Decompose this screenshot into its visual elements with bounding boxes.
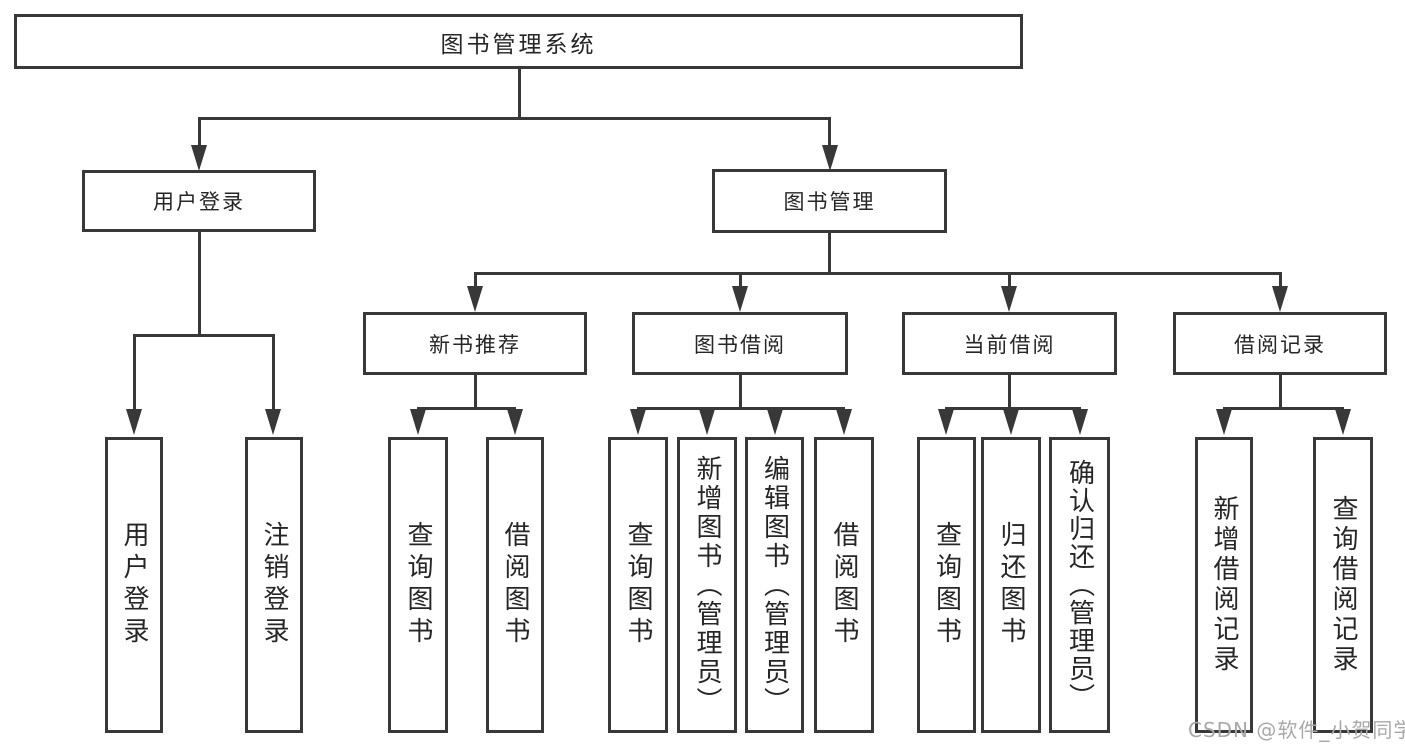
leaf-label: 查询图书 bbox=[403, 521, 433, 649]
leaf-borrow-books-1: 借阅图书 bbox=[486, 437, 544, 733]
arrow-down-icon bbox=[1001, 286, 1017, 312]
leaf-label: 确认归还（管理员） bbox=[1064, 459, 1095, 711]
arrow-down-icon bbox=[410, 409, 426, 435]
leaf-borrow-books-2: 借阅图书 bbox=[814, 437, 874, 733]
leaf-query-borrow-record: 查询借阅记录 bbox=[1313, 437, 1373, 733]
leaf-logout: 注销登录 bbox=[245, 437, 303, 733]
leaf-query-books-3: 查询图书 bbox=[917, 437, 976, 733]
connector-line bbox=[828, 232, 831, 274]
arrow-down-icon bbox=[126, 409, 142, 435]
connector-line bbox=[474, 272, 1281, 275]
leaf-label: 借阅图书 bbox=[829, 521, 859, 649]
arrow-down-icon bbox=[507, 409, 523, 435]
arrow-down-icon bbox=[191, 145, 207, 171]
leaf-label: 查询图书 bbox=[931, 521, 962, 649]
arrow-down-icon bbox=[1272, 286, 1288, 312]
connector-line bbox=[945, 407, 1081, 410]
leaf-label: 借阅图书 bbox=[500, 521, 530, 649]
leaf-label: 新增借阅记录 bbox=[1209, 495, 1239, 675]
connector-line bbox=[518, 69, 521, 119]
arrow-down-icon bbox=[1072, 409, 1088, 435]
leaf-label: 查询图书 bbox=[623, 521, 653, 649]
connector-line bbox=[133, 334, 136, 410]
node-borrowing-records: 借阅记录 bbox=[1173, 312, 1387, 375]
node-book-management-system: 图书管理系统 bbox=[14, 14, 1023, 69]
connector-line bbox=[198, 232, 201, 336]
arrow-down-icon bbox=[1335, 409, 1351, 435]
leaf-query-books-2: 查询图书 bbox=[608, 437, 668, 733]
node-current-borrowing: 当前借阅 bbox=[902, 312, 1117, 375]
node-label: 借阅记录 bbox=[1234, 332, 1326, 357]
node-label: 用户登录 bbox=[153, 190, 245, 214]
csdn-watermark: CSDN @软件_小贺同学 bbox=[1188, 718, 1405, 742]
connector-line bbox=[1223, 407, 1344, 410]
node-label: 图书借阅 bbox=[694, 332, 786, 357]
connector-line bbox=[1279, 272, 1282, 287]
arrow-down-icon bbox=[1216, 409, 1232, 435]
leaf-add-book-admin: 新增图书（管理员） bbox=[677, 437, 737, 733]
connector-line bbox=[272, 334, 275, 410]
arrow-down-icon bbox=[467, 286, 483, 312]
leaf-confirm-return-admin: 确认归还（管理员） bbox=[1049, 437, 1110, 733]
connector-line bbox=[474, 272, 477, 287]
connector-line bbox=[637, 407, 845, 410]
connector-line bbox=[198, 117, 201, 146]
connector-line bbox=[133, 334, 275, 337]
leaf-add-borrow-record: 新增借阅记录 bbox=[1195, 437, 1253, 733]
leaf-user-login: 用户登录 bbox=[105, 437, 163, 733]
connector-line bbox=[198, 117, 831, 120]
connector-line bbox=[828, 117, 831, 146]
node-book-borrowing: 图书借阅 bbox=[632, 312, 848, 375]
arrow-down-icon bbox=[699, 409, 715, 435]
node-new-book-recommend: 新书推荐 bbox=[363, 312, 587, 375]
leaf-label: 查询借阅记录 bbox=[1328, 495, 1358, 675]
connector-line bbox=[739, 375, 742, 409]
connector-line bbox=[417, 407, 516, 410]
leaf-label: 注销登录 bbox=[259, 521, 289, 649]
arrow-down-icon bbox=[265, 409, 281, 435]
leaf-label: 编辑图书（管理员） bbox=[759, 454, 790, 716]
arrow-down-icon bbox=[732, 286, 748, 312]
leaf-label: 归还图书 bbox=[996, 521, 1026, 649]
node-label: 当前借阅 bbox=[963, 332, 1056, 357]
arrow-down-icon bbox=[822, 145, 838, 171]
connector-line bbox=[1008, 375, 1011, 409]
node-label: 图书管理 bbox=[783, 190, 876, 214]
arrow-down-icon bbox=[938, 409, 954, 435]
node-label: 图书管理系统 bbox=[440, 31, 597, 58]
arrow-down-icon bbox=[767, 409, 783, 435]
connector-line bbox=[1008, 272, 1011, 287]
arrow-down-icon bbox=[836, 409, 852, 435]
node-user-login: 用户登录 bbox=[82, 170, 316, 232]
connector-line bbox=[474, 375, 477, 409]
node-book-management: 图书管理 bbox=[712, 169, 947, 233]
leaf-label: 用户登录 bbox=[119, 521, 149, 649]
connector-line bbox=[1279, 375, 1282, 409]
leaf-return-books: 归还图书 bbox=[981, 437, 1041, 733]
leaf-edit-book-admin: 编辑图书（管理员） bbox=[745, 437, 804, 733]
leaf-label: 新增图书（管理员） bbox=[692, 454, 722, 716]
node-label: 新书推荐 bbox=[429, 332, 521, 357]
arrow-down-icon bbox=[630, 409, 646, 435]
leaf-query-books-1: 查询图书 bbox=[388, 437, 448, 733]
arrow-down-icon bbox=[1003, 409, 1019, 435]
connector-line bbox=[739, 272, 742, 287]
